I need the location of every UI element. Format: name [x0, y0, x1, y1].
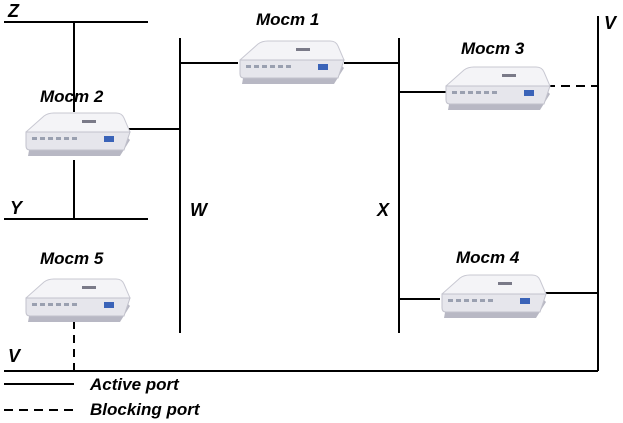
bridge-2-device [25, 112, 131, 157]
bridge-5-device [25, 278, 131, 323]
segment-v-top-label: V [604, 13, 617, 33]
segment-w-label: W [190, 200, 207, 220]
legend-blocking-label: Blocking port [90, 400, 200, 419]
segment-v-bottom-label: V [8, 346, 21, 366]
bridge-4-label: Мост 4 [456, 248, 520, 267]
segment-x-label: X [377, 200, 390, 220]
bridge-5-label: Мост 5 [40, 249, 104, 268]
bridge-4-device [441, 274, 547, 319]
segment-y-label: Y [10, 198, 23, 218]
legend-active-label: Active port [90, 375, 179, 394]
bridge-3-label: Мост 3 [461, 39, 525, 58]
bridge-2-label: Мост 2 [40, 87, 104, 106]
bridge-1-label: Мост 1 [256, 10, 320, 29]
bridge-1-device [239, 40, 345, 85]
bridge-3-device [445, 66, 551, 111]
segment-z-label: Z [8, 1, 19, 21]
